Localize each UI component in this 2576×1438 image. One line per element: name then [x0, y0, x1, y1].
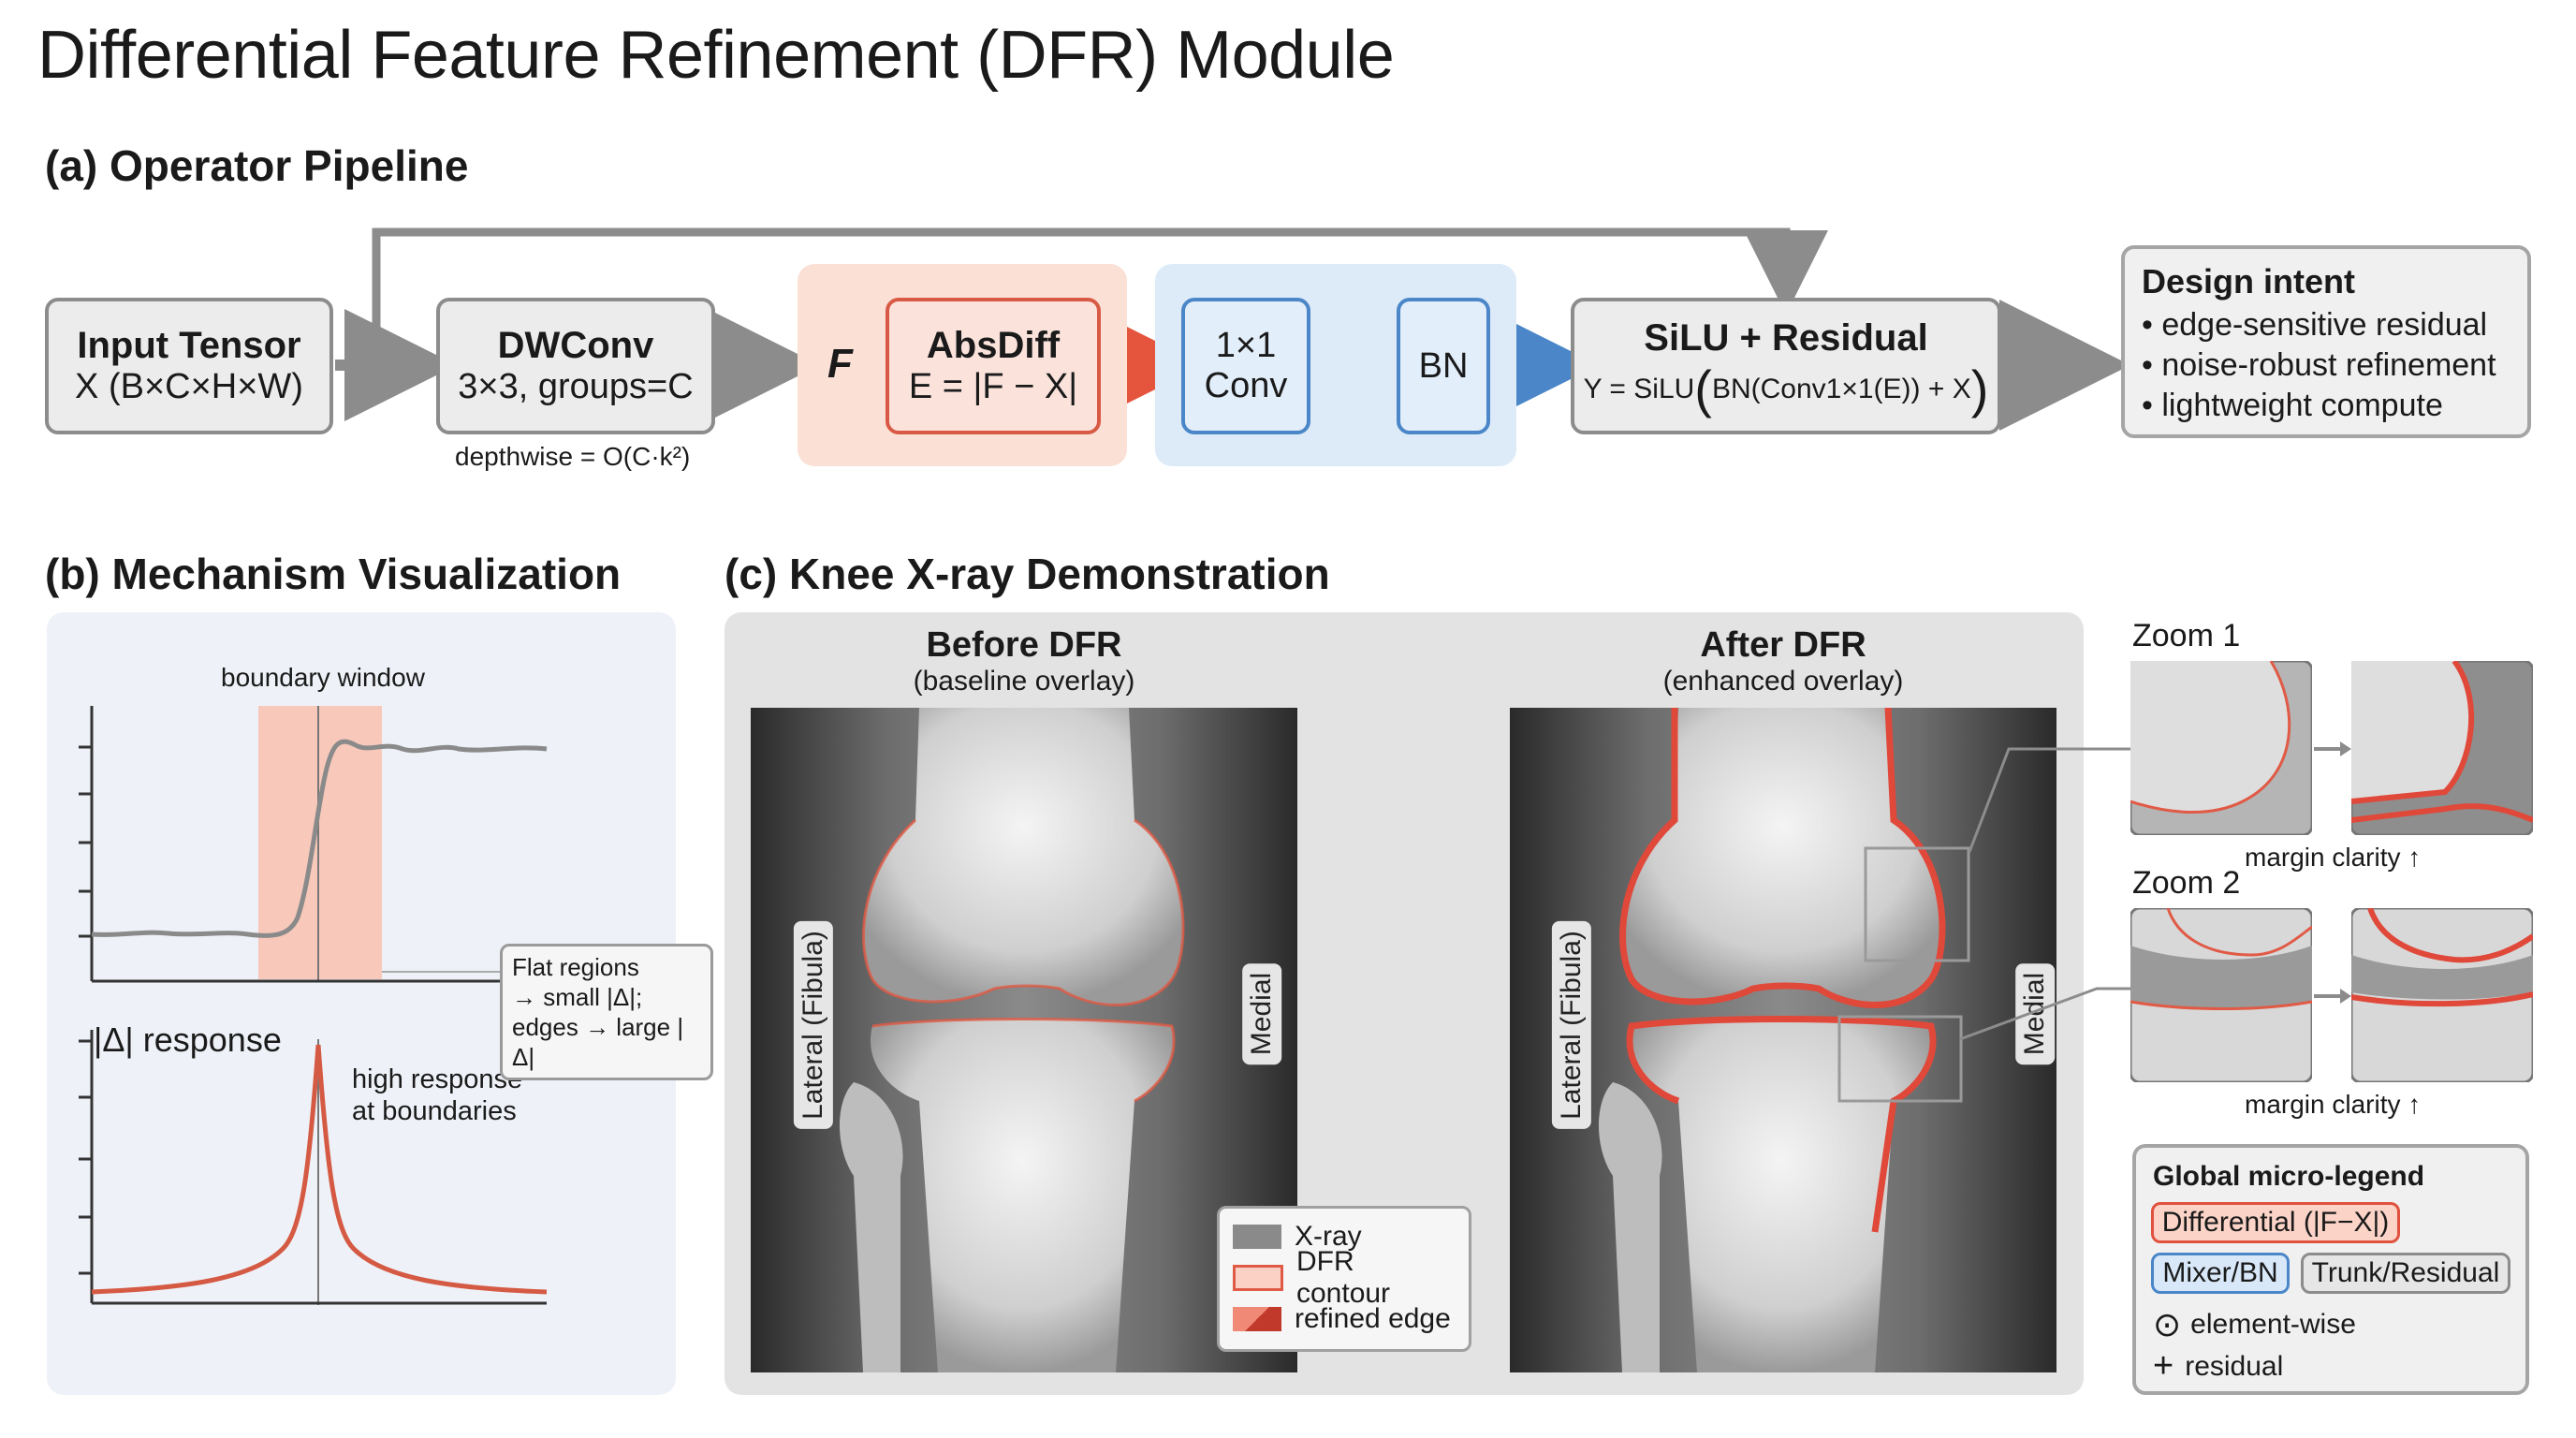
silu-formula: Y = SiLU ( BN(Conv1×1(E)) + X ) [1583, 359, 1989, 418]
zoom2-before [2130, 908, 2312, 1082]
zoom1-arrow-head [2340, 741, 2351, 756]
tibia-contour [871, 1018, 1176, 1103]
zoom1-connector [1968, 747, 2130, 853]
differential-chip: Differential (|F−X|) [2151, 1202, 2400, 1243]
dwconv-params: 3×3, groups=C [458, 367, 694, 406]
zoom2-label: Zoom 2 [2132, 865, 2241, 901]
trunk-residual-chip: Trunk/Residual [2301, 1253, 2510, 1294]
f-label: F [827, 341, 853, 387]
refined-swatch [1233, 1307, 1281, 1331]
legend-label: refined edge [1295, 1303, 1451, 1334]
high-response-line: at boundaries [352, 1096, 517, 1126]
mechanism-plots [79, 706, 548, 1305]
elementwise-legend: ⊙ element-wise [2153, 1305, 2356, 1344]
silu-formula-prefix: Y = SiLU [1583, 373, 1695, 404]
signal-curve [91, 739, 548, 938]
section-b-heading: (b) Mechanism Visualization [45, 550, 622, 598]
high-response-note: high response at boundaries [352, 1064, 522, 1127]
tibia [1630, 1019, 1933, 1372]
xray-swatch [1233, 1225, 1281, 1249]
dwconv-box: DWConv 3×3, groups=C [436, 298, 715, 434]
zoom2-arrow-head [2340, 989, 2351, 1004]
conv1x1-box: 1×1 Conv [1181, 298, 1310, 434]
legend-item-contour: DFR contour [1233, 1246, 1456, 1309]
boundary-window-label: boundary window [221, 663, 425, 692]
input-tensor-title: Input Tensor [77, 325, 301, 366]
design-intent-item: • lightweight compute [2142, 388, 2443, 423]
design-intent-box: Design intent • edge-sensitive residual … [2121, 245, 2531, 438]
conv1x1-line1: 1×1 [1215, 326, 1277, 365]
after-header: After DFR (enhanced overlay) [1509, 625, 2057, 697]
input-tensor-shape: X (B×C×H×W) [75, 367, 303, 406]
residual-label: residual [2185, 1350, 2284, 1382]
dwconv-complexity-note: depthwise = O(C·k²) [455, 442, 691, 471]
before-header: Before DFR (baseline overlay) [751, 625, 1297, 697]
residual-legend: + residual [2153, 1346, 2283, 1387]
before-subtitle: (baseline overlay) [913, 666, 1135, 697]
legend-item-xray: X-ray [1233, 1216, 1456, 1257]
response-label: |Δ| response [94, 1020, 282, 1059]
legend-label: X-ray [1295, 1221, 1362, 1252]
xray-after-image [1510, 708, 2056, 1372]
silu-title: SiLU + Residual [1644, 316, 1928, 359]
callout-line: edges → large |Δ| [512, 1013, 684, 1071]
zoom1-margin-label: margin clarity ↑ [2245, 843, 2422, 872]
fibula [1599, 1082, 1662, 1372]
zoom2-margin-label: margin clarity ↑ [2245, 1090, 2422, 1119]
silu-formula-inner: BN(Conv1×1(E)) + X [1711, 373, 1971, 404]
femur [1622, 708, 1942, 1005]
xray-legend: X-ray DFR contour refined edge [1217, 1206, 1471, 1352]
section-c-heading: (c) Knee X-ray Demonstration [724, 550, 1330, 598]
callout-line: → small |Δ|; [512, 983, 643, 1011]
conv1x1-line2: Conv [1204, 366, 1288, 405]
high-response-line: high response [352, 1064, 523, 1094]
paren-close: ) [1970, 359, 1989, 418]
mixer-bn-chip: Mixer/BN [2151, 1253, 2290, 1294]
zoom1-label: Zoom 1 [2132, 618, 2241, 653]
zoom2-after [2351, 908, 2533, 1082]
after-title: After DFR [1700, 625, 1866, 665]
dwconv-title: DWConv [497, 325, 654, 366]
before-title: Before DFR [926, 625, 1122, 665]
femur [863, 708, 1183, 1005]
design-intent-heading: Design intent [2142, 262, 2356, 301]
section-a-heading: (a) Operator Pipeline [45, 141, 469, 190]
bn-label: BN [1418, 345, 1469, 386]
page-title: Differential Feature Refinement (DFR) Mo… [37, 18, 1395, 93]
design-intent-item: • edge-sensitive residual [2142, 307, 2488, 343]
zoom2-roi [1837, 1015, 1963, 1103]
silu-residual-box: SiLU + Residual Y = SiLU ( BN(Conv1×1(E)… [1571, 298, 2001, 434]
legend-item-refined: refined edge [1233, 1299, 1456, 1340]
zoom1-before [2130, 661, 2312, 835]
after-subtitle: (enhanced overlay) [1662, 666, 1904, 697]
zoom2-connector [1959, 987, 2130, 1041]
zoom1-after [2351, 661, 2533, 835]
input-tensor-box: Input Tensor X (B×C×H×W) [45, 298, 333, 434]
femur-refined-edge [1619, 708, 1946, 1008]
residual-plus-icon: + [2153, 1346, 2174, 1386]
tibia [871, 1019, 1174, 1372]
absdiff-box: AbsDiff E = |F − X| [886, 298, 1101, 434]
legend-label: DFR contour [1295, 1246, 1391, 1309]
skip-connection-arrow [372, 227, 1828, 363]
tibia-refined-edge [1626, 1016, 1937, 1233]
absdiff-formula: E = |F − X| [908, 367, 1078, 406]
contour-swatch [1233, 1265, 1283, 1291]
response-curve [91, 1044, 548, 1295]
xray-before-image [751, 708, 1297, 1372]
elementwise-dot-icon: ⊙ [2153, 1305, 2182, 1343]
bn-box: BN [1397, 298, 1490, 434]
fibula [840, 1082, 903, 1372]
zoom1-roi [1864, 846, 1970, 962]
micro-legend-heading: Global micro-legend [2153, 1161, 2425, 1192]
callout-line: Flat regions [512, 953, 639, 981]
absdiff-title: AbsDiff [926, 325, 1061, 366]
femur-contour [862, 818, 1185, 1006]
global-micro-legend: Global micro-legend Differential (|F−X|)… [2132, 1144, 2529, 1395]
paren-open: ( [1694, 359, 1712, 418]
design-intent-item: • noise-robust refinement [2142, 347, 2496, 383]
elementwise-label: element-wise [2190, 1309, 2356, 1340]
flat-regions-callout: Flat regions → small |Δ|; edges → large … [500, 944, 713, 1080]
